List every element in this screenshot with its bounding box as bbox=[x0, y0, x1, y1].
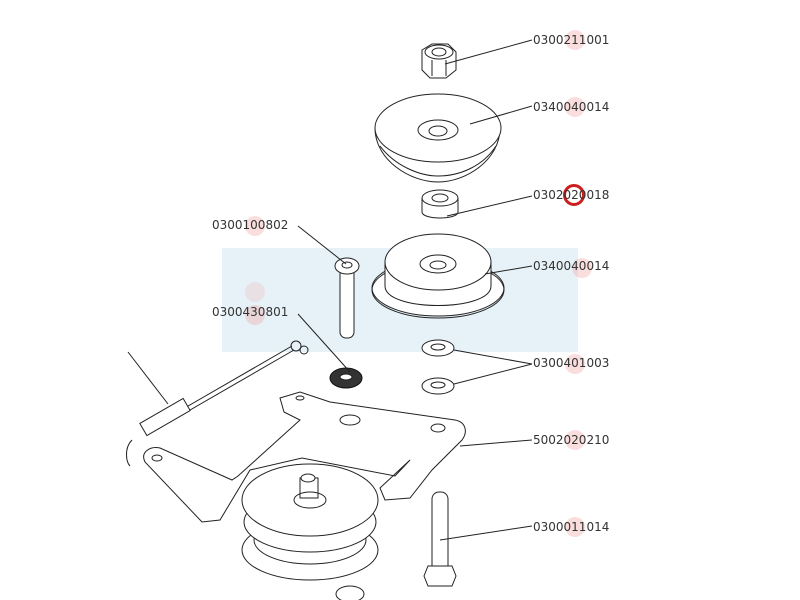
part-pulley[interactable] bbox=[241, 463, 379, 581]
hotspot-0300011014[interactable] bbox=[565, 517, 585, 537]
part-bracket[interactable] bbox=[143, 391, 466, 523]
part-lower-cup[interactable] bbox=[371, 233, 505, 319]
hotspot-bg bbox=[245, 282, 265, 302]
part-serrated-washer[interactable] bbox=[329, 367, 363, 389]
part-spacer[interactable] bbox=[421, 189, 459, 219]
hotspot-5002020210[interactable] bbox=[565, 430, 585, 450]
part-label[interactable]: 0300430801 bbox=[212, 305, 289, 319]
part-nut[interactable] bbox=[421, 43, 457, 79]
part-label[interactable]: 0300401003 bbox=[533, 356, 610, 370]
leader-lines bbox=[127, 39, 533, 541]
part-bottom-washer bbox=[335, 585, 365, 600]
part-label[interactable]: 0300100802 bbox=[212, 218, 289, 232]
part-bolt[interactable] bbox=[423, 491, 457, 587]
hotspot-0300211001[interactable] bbox=[565, 30, 585, 50]
part-label-selected[interactable]: 0302020018 bbox=[533, 188, 610, 202]
hotspot-0302020018-selected[interactable] bbox=[563, 184, 585, 206]
hotspot-0340040014-lower[interactable] bbox=[572, 258, 592, 278]
hotspot-0340040014-upper[interactable] bbox=[565, 97, 585, 117]
part-upper-cup[interactable] bbox=[374, 93, 502, 183]
hotspot-0300430801[interactable] bbox=[245, 305, 265, 325]
part-label[interactable]: 0300011014 bbox=[533, 520, 610, 534]
part-cable bbox=[126, 340, 309, 467]
hotspot-0300100802[interactable] bbox=[245, 216, 265, 236]
hotspot-0300401003[interactable] bbox=[565, 354, 585, 374]
part-washers[interactable] bbox=[421, 339, 455, 395]
part-screw[interactable] bbox=[334, 257, 360, 339]
part-label[interactable]: 0340040014 bbox=[533, 259, 610, 273]
part-label[interactable]: 0340040014 bbox=[533, 100, 610, 114]
part-label[interactable]: 0300211001 bbox=[533, 33, 610, 47]
part-label[interactable]: 5002020210 bbox=[533, 433, 610, 447]
